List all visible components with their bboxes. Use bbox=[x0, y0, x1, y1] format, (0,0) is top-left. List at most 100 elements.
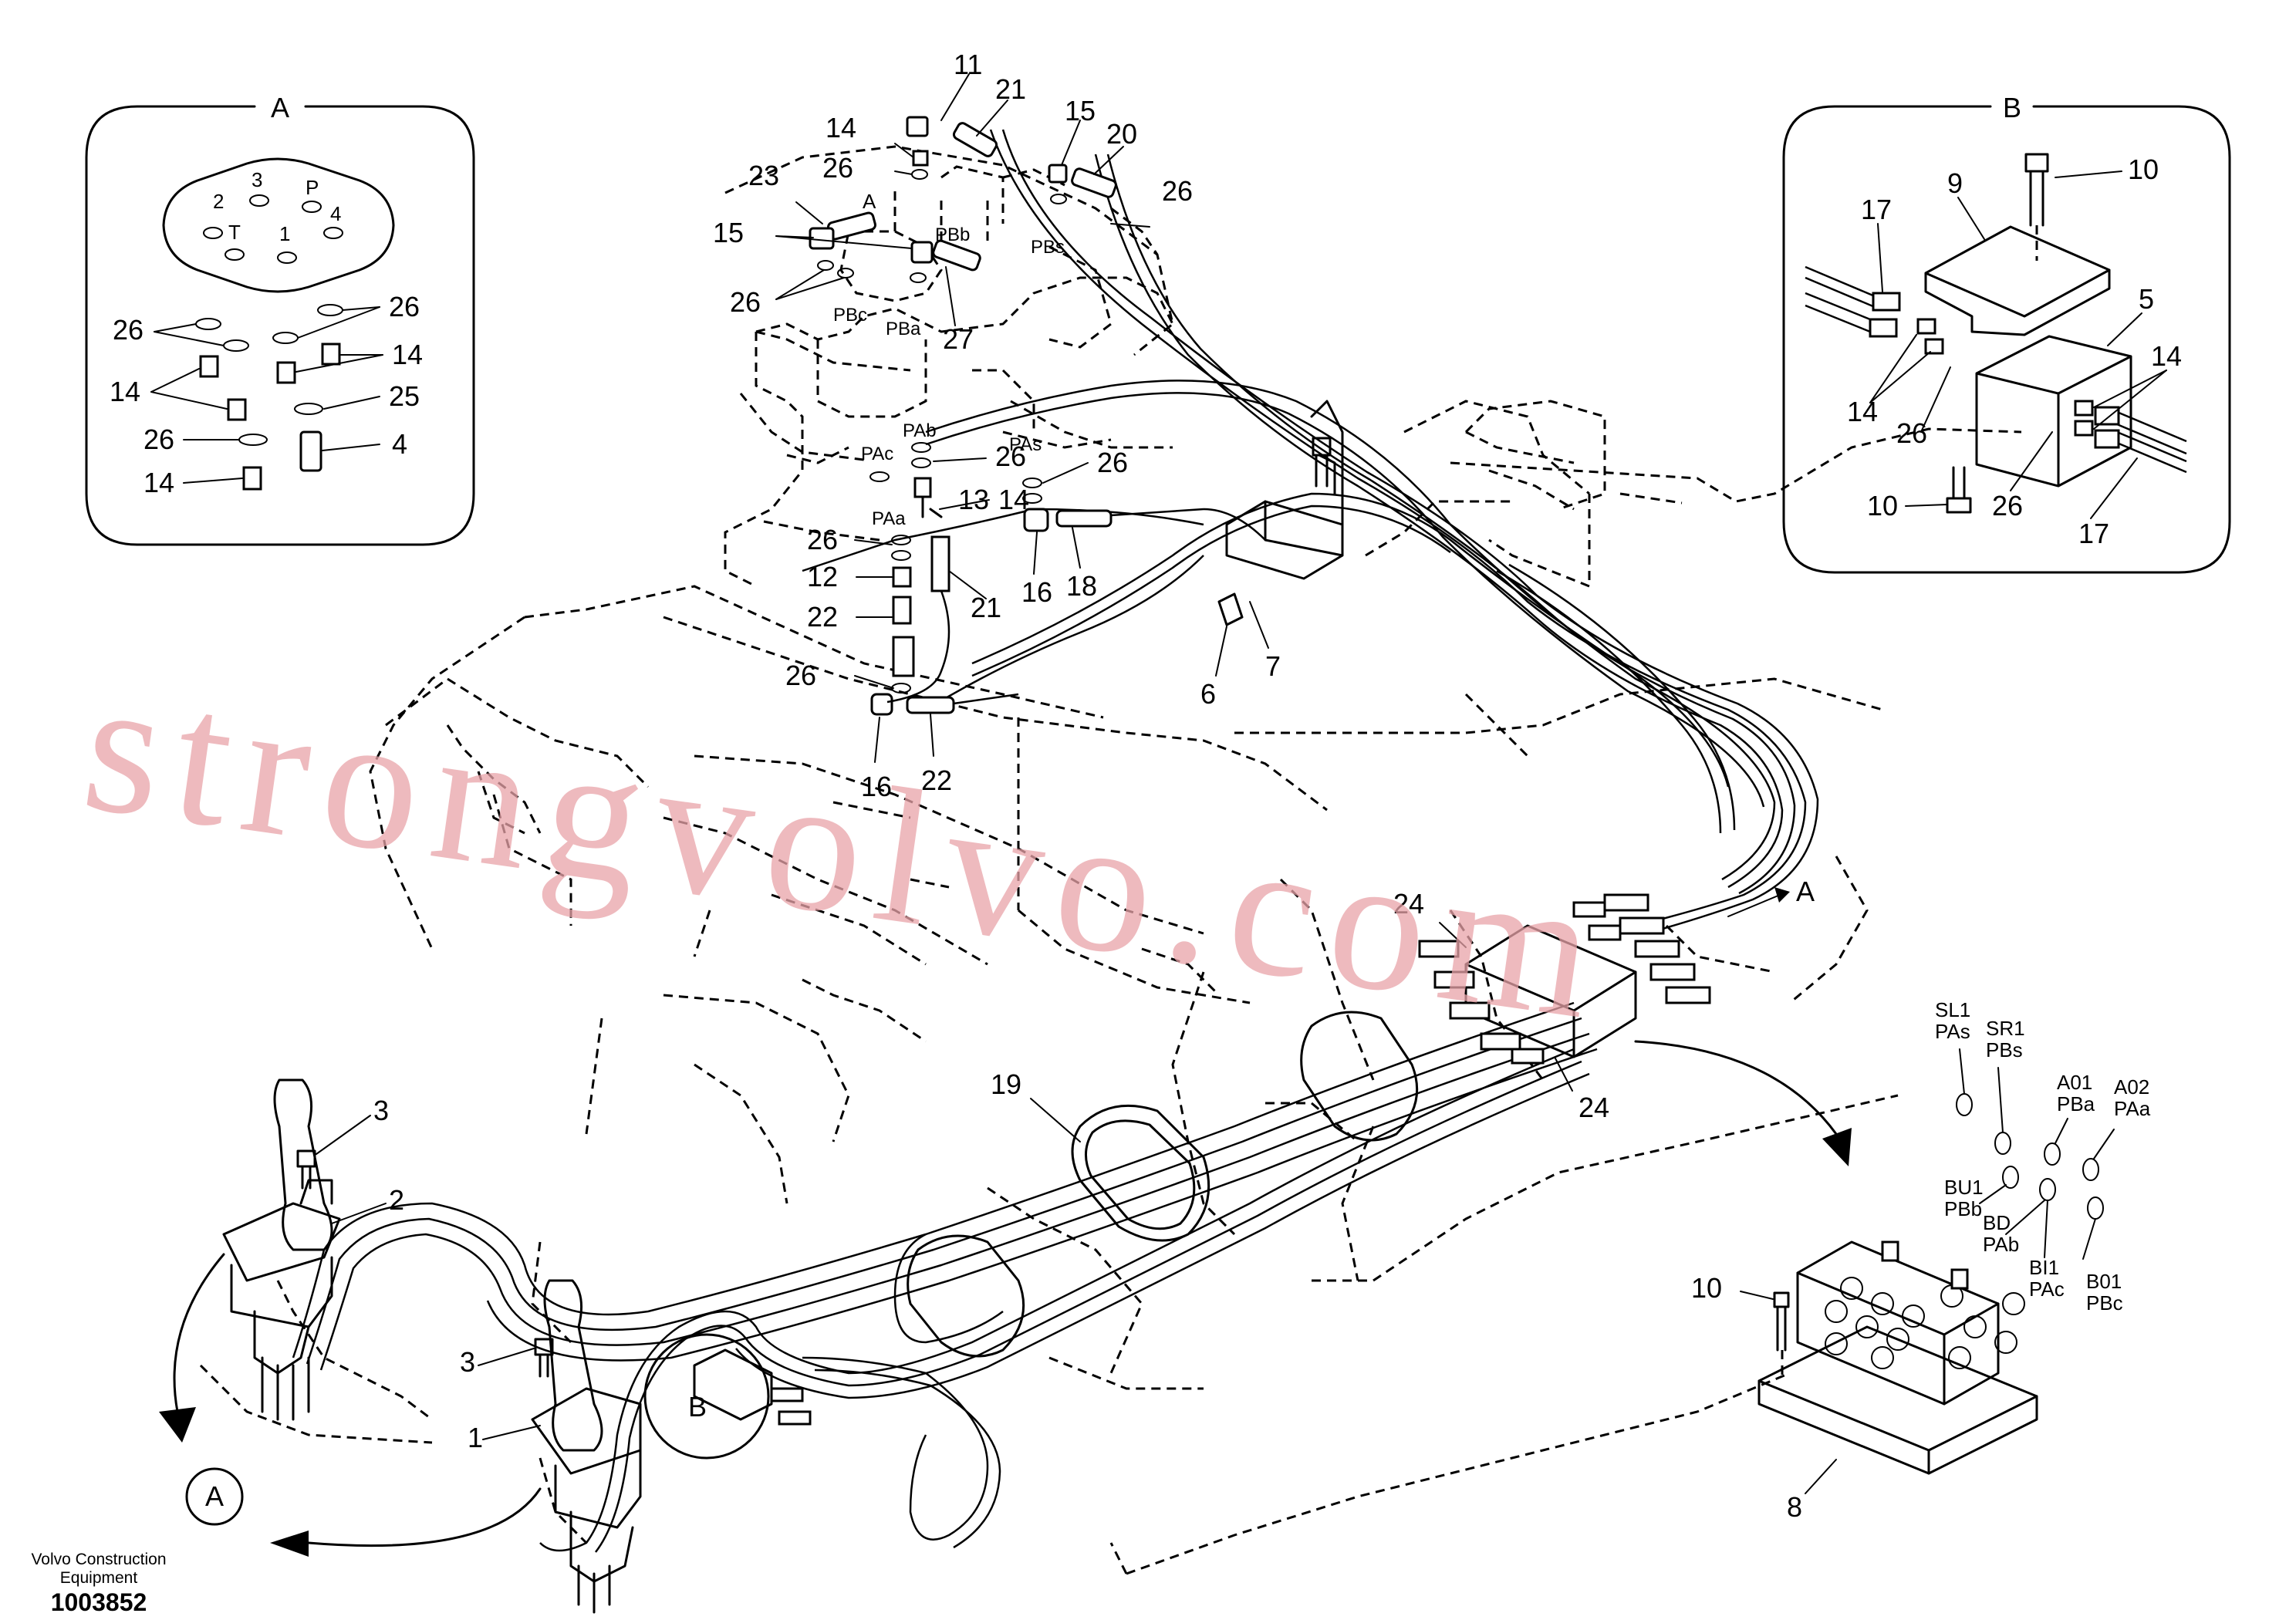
callout-7: 7 bbox=[1265, 650, 1281, 682]
view-b-block bbox=[693, 1348, 812, 1426]
view-markers: A A B bbox=[205, 876, 1815, 1512]
joystick-bolts bbox=[296, 1115, 554, 1440]
legend-code-bu1: BU1 bbox=[1944, 1176, 1984, 1199]
port-legend-holes bbox=[1956, 1048, 2115, 1260]
port-pac: PAc bbox=[861, 444, 893, 464]
callout-26-mid-a: 26 bbox=[995, 440, 1026, 472]
port-paa: PAa bbox=[872, 508, 906, 529]
callout-22-left: 22 bbox=[807, 601, 838, 633]
detail-a-fittings bbox=[195, 304, 343, 491]
callout-a-26-right: 26 bbox=[389, 291, 420, 322]
callout-a-25: 25 bbox=[389, 380, 420, 412]
callout-22-lower: 22 bbox=[921, 764, 952, 796]
callout-a-14-left: 14 bbox=[110, 376, 140, 407]
callout-b-14-right: 14 bbox=[2151, 340, 2182, 372]
callout-b-14-left: 14 bbox=[1847, 396, 1878, 427]
callout-12: 12 bbox=[807, 561, 838, 592]
port-pab: PAb bbox=[903, 420, 937, 441]
view-marker-a-arrow: A bbox=[1796, 876, 1815, 907]
callout-14-top: 14 bbox=[826, 112, 856, 143]
joystick-2 bbox=[222, 1078, 341, 1421]
callout-10-manifold: 10 bbox=[1691, 1272, 1722, 1304]
callout-6: 6 bbox=[1200, 678, 1216, 710]
block-5-shape bbox=[1975, 335, 2132, 488]
callout-15-left: 15 bbox=[713, 217, 744, 248]
callout-8: 8 bbox=[1787, 1491, 1802, 1523]
legend-code-b01: B01 bbox=[2086, 1270, 2122, 1293]
callout-a-26-left: 26 bbox=[113, 314, 144, 346]
bracket-bolt bbox=[1312, 437, 1332, 488]
view-marker-a-circle: A bbox=[205, 1480, 224, 1512]
main-port-labels: A PBb PBs PBc PBa PAb PAc PAs PAa bbox=[833, 190, 1065, 529]
callout-b-17-top: 17 bbox=[1861, 194, 1892, 225]
port-pbc: PBc bbox=[833, 305, 867, 326]
callout-21-top: 21 bbox=[995, 73, 1026, 105]
detail-a-leaders bbox=[150, 306, 383, 484]
callout-26-lower-b: 26 bbox=[785, 660, 816, 691]
watermark: strongvolvo.com bbox=[73, 636, 1621, 1061]
callout-13: 13 bbox=[958, 484, 989, 515]
pin-label-1: 1 bbox=[279, 222, 290, 245]
company-line-2: Equipment bbox=[60, 1569, 138, 1587]
callout-24-lower: 24 bbox=[1578, 1092, 1609, 1123]
callout-16-lower: 16 bbox=[861, 771, 892, 802]
callout-b-26-right: 26 bbox=[1992, 490, 2023, 521]
callout-3-upper: 3 bbox=[373, 1095, 389, 1126]
pin-label-p: P bbox=[306, 176, 319, 199]
pin-label-3: 3 bbox=[252, 168, 262, 191]
valve-flange-shape bbox=[162, 157, 395, 293]
legend-code-sr1: SR1 bbox=[1986, 1017, 2025, 1040]
callout-26-lower-a: 26 bbox=[807, 524, 838, 555]
legend-port-pbs: PBs bbox=[1986, 1038, 2023, 1061]
legend-port-pbc: PBc bbox=[2086, 1291, 2123, 1315]
flange-holes bbox=[203, 194, 343, 264]
detail-b-panel: B bbox=[1782, 92, 2231, 574]
pin-label-4: 4 bbox=[330, 202, 341, 225]
callout-b-17-bottom: 17 bbox=[2078, 518, 2109, 549]
callout-b-10-bottom: 10 bbox=[1867, 490, 1898, 521]
callout-23: 23 bbox=[748, 160, 779, 191]
legend-code-bi1: BI1 bbox=[2029, 1256, 2059, 1279]
view-marker-b: B bbox=[688, 1391, 707, 1423]
callout-b-9: 9 bbox=[1947, 167, 1963, 199]
callout-26-left: 26 bbox=[730, 286, 761, 318]
footer-caption: Volvo Construction Equipment 1003852 bbox=[31, 1551, 166, 1616]
pin-label-t: T bbox=[228, 221, 241, 244]
legend-port-paa: PAa bbox=[2114, 1097, 2151, 1120]
view-a-arrows bbox=[159, 1040, 1852, 1557]
port-pbs: PBs bbox=[1031, 237, 1065, 258]
control-valve-block-dashed bbox=[724, 165, 1591, 589]
port-legend: SL1 PAs SR1 PBs A01 PBa A02 PAa BU1 PBb … bbox=[1935, 998, 2151, 1315]
callout-26-mid-b: 26 bbox=[1097, 447, 1128, 478]
legend-port-pba: PBa bbox=[2057, 1092, 2095, 1115]
company-line-1: Volvo Construction bbox=[31, 1551, 166, 1568]
legend-code-sl1: SL1 bbox=[1935, 998, 1970, 1021]
joystick-1 bbox=[531, 1279, 642, 1614]
drawing-number: 1003852 bbox=[51, 1588, 147, 1616]
bolt-top bbox=[2024, 153, 2049, 227]
callout-14-mid: 14 bbox=[998, 484, 1029, 515]
main-leaders-top bbox=[775, 73, 1573, 1142]
view-b-circle bbox=[643, 1333, 770, 1460]
legend-code-a02: A02 bbox=[2114, 1075, 2149, 1099]
port-a-top: A bbox=[863, 190, 876, 213]
legend-port-pab: PAb bbox=[1983, 1233, 2019, 1256]
callout-19: 19 bbox=[991, 1068, 1021, 1100]
detail-b-leaders bbox=[1869, 170, 2167, 519]
detail-a-title: A bbox=[271, 92, 289, 123]
manifold-fittings bbox=[1825, 1240, 2025, 1369]
hose-clamps bbox=[907, 1011, 1419, 1358]
legend-code-bd: BD bbox=[1983, 1211, 2011, 1234]
callout-1: 1 bbox=[468, 1422, 483, 1453]
callout-b-5: 5 bbox=[2139, 283, 2154, 315]
callout-16-mid: 16 bbox=[1021, 576, 1052, 608]
callout-a-4: 4 bbox=[392, 428, 407, 460]
view-a-circle bbox=[185, 1467, 244, 1526]
callout-a-14-lower: 14 bbox=[144, 467, 174, 498]
detail-b-title: B bbox=[2003, 92, 2021, 123]
legend-port-pac: PAc bbox=[2029, 1277, 2065, 1301]
callout-11: 11 bbox=[954, 49, 982, 80]
detail-b-hoses bbox=[1805, 265, 2187, 474]
port-pbb: PBb bbox=[935, 224, 970, 245]
